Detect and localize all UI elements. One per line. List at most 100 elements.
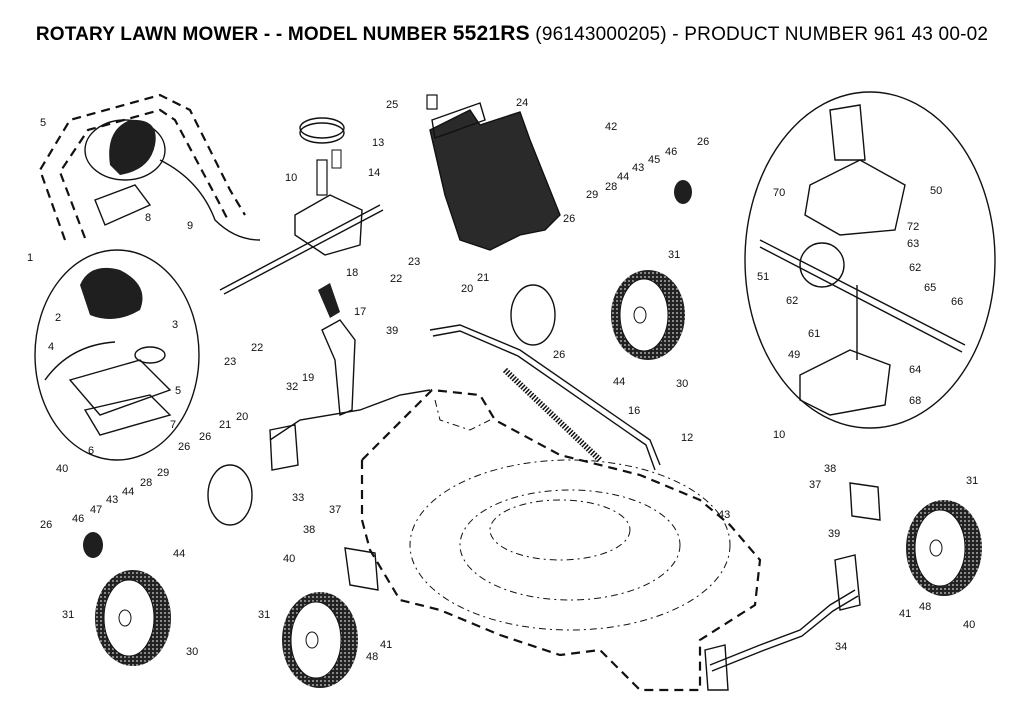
page-title: ROTARY LAWN MOWER - - MODEL NUMBER 5521R… [0, 22, 1024, 46]
callout-44: 43 [718, 509, 730, 521]
callout-64: 61 [808, 328, 820, 340]
callout-51b: 48 [919, 601, 931, 613]
callout-30b: 28 [140, 477, 152, 489]
callout-3: 3 [172, 319, 178, 331]
callout-13b: 10 [773, 429, 785, 441]
part-13-gearbox [219, 117, 384, 295]
title-model-number: 5521RS [452, 22, 530, 45]
callout-23b: 22 [251, 342, 263, 354]
callout-16: 12 [681, 432, 693, 444]
title-product-number: (96143000205) - PRODUCT NUMBER 961 43 00… [535, 24, 989, 45]
callout-17: 16 [628, 405, 640, 417]
callout-9: 9 [187, 220, 193, 232]
callout-38b: 38 [824, 463, 836, 475]
callout-28: 26 [697, 136, 709, 148]
callout-31: 29 [586, 189, 598, 201]
callout-38: 38 [303, 524, 315, 536]
callout-71: 68 [909, 395, 921, 407]
part-16-height-rod [429, 324, 661, 471]
callout-labels: 5 8 9 1 2 3 4 5 7 6 10 13 14 25 24 42 26… [27, 97, 978, 663]
part-37-bracket [344, 482, 881, 591]
callout-39b: 39 [828, 528, 840, 540]
callout-45b: 43 [106, 494, 118, 506]
callout-40b: 40 [963, 619, 975, 631]
callout-39: 39 [386, 325, 398, 337]
callout-47b: 44 [173, 548, 185, 560]
callout-21: 20 [461, 283, 473, 295]
callout-42b: 41 [899, 608, 911, 620]
mower-deck [360, 388, 762, 692]
part-49-drive-gear [83, 180, 692, 558]
callout-20: 19 [302, 372, 314, 384]
callout-68: 65 [924, 282, 936, 294]
callout-12: 14 [368, 167, 380, 179]
wheel-32-front-right [611, 270, 685, 360]
callout-8: 8 [145, 212, 151, 224]
callout-47: 44 [613, 376, 625, 388]
callout-35: 33 [292, 492, 304, 504]
callout-66: 63 [907, 238, 919, 250]
handle-bar [38, 93, 246, 241]
callout-33c: 31 [258, 609, 270, 621]
callout-62: 50 [930, 185, 942, 197]
callout-2: 2 [55, 312, 61, 324]
callout-43: 42 [605, 121, 617, 133]
callout-41: 40 [56, 463, 68, 475]
callout-28c: 26 [178, 441, 190, 453]
callout-33d: 31 [966, 475, 978, 487]
callout-26: 25 [386, 99, 398, 111]
callout-18: 17 [354, 306, 366, 318]
callout-37: 37 [329, 504, 341, 516]
callout-63: 51 [757, 271, 769, 283]
callout-45: 43 [632, 162, 644, 174]
callout-4: 4 [48, 341, 54, 353]
part-36-rear-axle [704, 554, 861, 691]
callout-19: 18 [346, 267, 358, 279]
callout-42: 41 [380, 639, 392, 651]
part-29-wheel-cover [207, 284, 556, 526]
callout-5: 5 [175, 385, 181, 397]
callout-33b: 31 [62, 609, 74, 621]
callout-65b: 62 [786, 295, 798, 307]
callout-37b: 37 [809, 479, 821, 491]
callout-31b: 29 [157, 467, 169, 479]
callout-23: 22 [390, 273, 402, 285]
callout-65: 62 [909, 262, 921, 274]
callout-51: 48 [366, 651, 378, 663]
callout-24b: 23 [224, 356, 236, 368]
callout-36: 34 [835, 641, 847, 653]
wheel-32-front-left [95, 570, 171, 666]
part-35-bracket [269, 424, 299, 471]
callout-29b: 26 [199, 431, 211, 443]
callout-25: 24 [516, 97, 528, 109]
callout-70: 70 [773, 187, 785, 199]
callout-28d: 26 [40, 519, 52, 531]
callout-72: 72 [907, 221, 919, 233]
callout-22: 21 [477, 272, 489, 284]
callout-61: 49 [788, 349, 800, 361]
callout-34: 32 [286, 381, 298, 393]
callout-67: 64 [909, 364, 921, 376]
detail-circle-right [744, 91, 996, 429]
callout-14: 13 [372, 137, 384, 149]
title-prefix: ROTARY LAWN MOWER - - MODEL NUMBER [35, 24, 448, 45]
callout-50: 47 [90, 504, 102, 516]
callout-40: 40 [283, 553, 295, 565]
part-10-handle-grip [84, 119, 261, 241]
callout-49b: 46 [72, 513, 84, 525]
callout-10: 5 [40, 117, 46, 129]
callout-22b: 21 [219, 419, 231, 431]
callout-46b: 44 [122, 486, 134, 498]
callout-29: 26 [553, 349, 565, 361]
callout-7: 7 [170, 419, 176, 431]
wheel-40-rear-right [906, 500, 982, 596]
callout-33: 31 [668, 249, 680, 261]
callout-28b: 26 [563, 213, 575, 225]
callout-21b: 20 [236, 411, 248, 423]
detail-circle-left [34, 249, 200, 461]
wheel-40-rear-left [282, 592, 358, 688]
callout-1: 1 [27, 252, 33, 264]
callout-48: 45 [648, 154, 660, 166]
callout-13: 10 [285, 172, 297, 184]
